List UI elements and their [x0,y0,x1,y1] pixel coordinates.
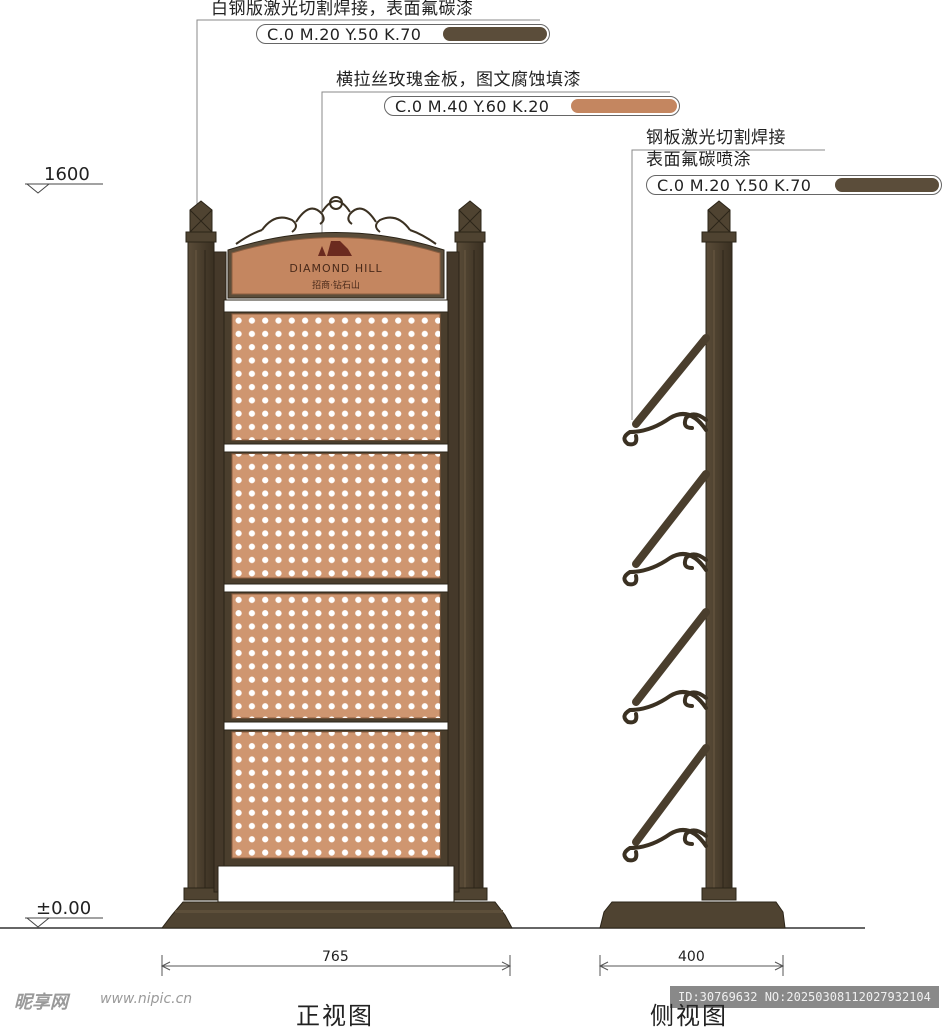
front-view-title: 正视图 [296,1002,374,1030]
side-width-label: 400 [678,949,705,965]
front-color-code: C.0 M.20 Y.50 K.70 [267,24,422,44]
level-marker-top [25,183,103,194]
side-note-line1: 钢板激光切割焊接 [646,128,786,148]
perforated-panels [223,299,449,859]
crown-ornament-icon [235,196,437,245]
side-color-code: C.0 M.20 Y.50 K.70 [657,175,812,195]
brand-logo-icon [318,241,352,256]
side-color-spec: C.0 M.20 Y.50 K.70 [646,175,942,195]
dimension-front [160,955,512,976]
left-finial-icon [189,200,213,233]
right-column [446,200,488,901]
sign-color-swatch [571,99,677,113]
sign-brand: DIAMOND HILL [289,262,383,275]
front-width-label: 765 [322,949,349,965]
watermark-logo: 昵享网 [14,992,68,1013]
sign-color-spec: C.0 M.40 Y.60 K.20 [384,96,680,116]
level-marker-ground [25,917,103,928]
sign-header [227,196,445,299]
side-color-swatch [835,178,939,192]
front-view [160,196,513,929]
front-color-swatch [443,27,547,41]
watermark-url: www.nipic.cn [100,991,193,1007]
side-note-line2: 表面氟碳喷涂 [646,150,751,170]
dimension-side [598,955,785,976]
side-brackets [632,334,710,846]
side-base [599,901,786,929]
left-column [183,200,227,901]
right-finial-icon [458,200,482,233]
sign-plate-note: 横拉丝玫瑰金板，图文腐蚀填漆 [336,70,581,90]
sign-color-code: C.0 M.40 Y.60 K.20 [395,96,550,116]
level-ground-label: ±0.00 [36,898,92,919]
front-panel-note: 白钢版激光切割焊接，表面氟碳漆 [211,0,474,19]
level-top-label: 1600 [44,164,90,185]
sign-subtitle: 招商·钻石山 [312,281,360,291]
front-color-spec: C.0 M.20 Y.50 K.70 [256,24,550,44]
side-finial-icon [707,200,731,233]
side-view [599,200,786,929]
scroll-ornaments-icon [622,412,708,863]
front-base [160,901,513,929]
watermark-id: ID:30769632 NO:20250308112027932104 [670,986,939,1008]
